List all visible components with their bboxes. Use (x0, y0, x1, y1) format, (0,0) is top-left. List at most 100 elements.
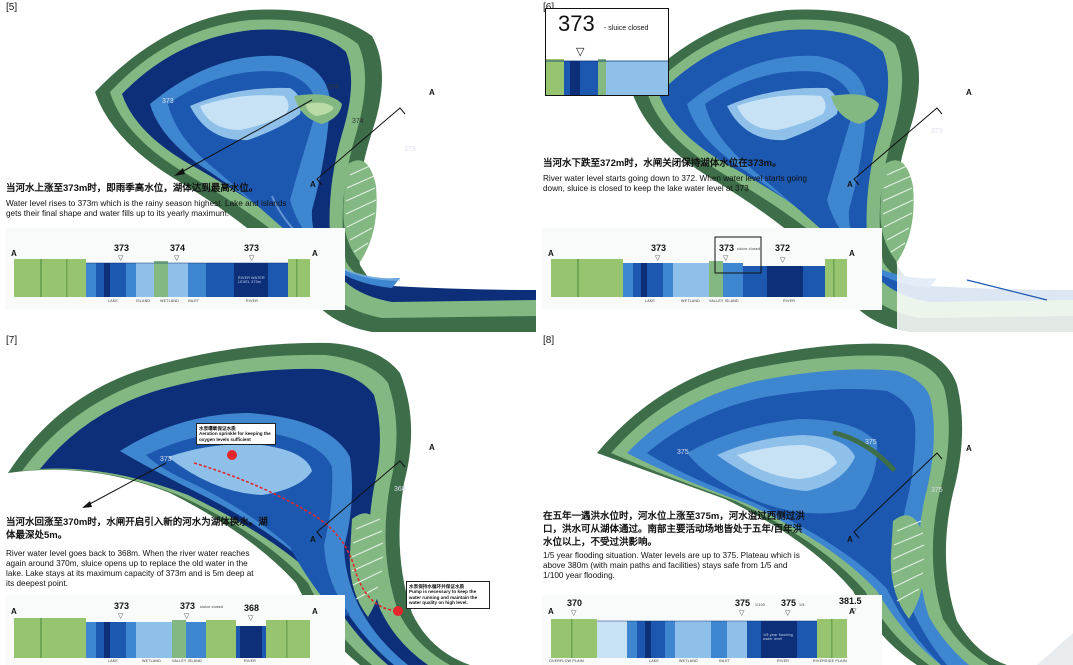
zone-label: WETLAND (679, 659, 698, 663)
panel-number: [6] (543, 2, 554, 13)
water-level: 373 (114, 601, 130, 611)
water-level: 374 (170, 243, 186, 253)
water-level: 373 (719, 243, 735, 253)
water-level: 372 (775, 243, 791, 253)
water-level-marker: ▽ (118, 255, 124, 262)
zone-label: RIVER (246, 299, 258, 303)
water-level-marker: ▽ (118, 613, 124, 620)
water-level: 373 (114, 243, 130, 253)
zone-label: LAKE (645, 299, 655, 303)
terrain-map (95, 9, 536, 332)
map-level-label: 373 (160, 456, 172, 463)
section-mark: A (310, 535, 316, 544)
section-end-label: A (548, 607, 554, 616)
map-level-label: 375 (865, 439, 877, 446)
water-level-marker: ▽ (739, 610, 745, 617)
level-note: 1/100 (755, 603, 765, 607)
panel-number: [5] (6, 2, 18, 13)
water-level: 373 (651, 243, 667, 253)
zone-label: ISLAND (136, 299, 151, 303)
water-level: 373 (244, 243, 260, 253)
map-level-label: 374 (352, 118, 364, 125)
zone-label: WETLAND (160, 299, 179, 303)
water-level-marker: ▽ (655, 255, 661, 262)
water-level-marker: ▽ (571, 610, 577, 617)
map-level-label: 373 (931, 128, 943, 135)
map-level-label: 375 (931, 487, 943, 494)
pump-callout: 水泵保持水循环并保证水质 Pump is necessary to keep t… (406, 581, 490, 609)
section-end-label: A (849, 249, 855, 258)
zone-label: OVERFLOW PLAIN (549, 659, 584, 663)
water-level: 381.5 (839, 596, 862, 606)
section-end-label: A (312, 607, 318, 616)
cross-section (551, 236, 847, 297)
cross-section (551, 619, 847, 658)
cross-section (14, 618, 310, 658)
section-annotation: 1/5 year flooding water level (763, 633, 793, 641)
water-level-marker: ▽ (785, 610, 791, 617)
water-level: 375 (781, 598, 797, 608)
section-mark: A (310, 180, 316, 189)
zone-label: RIVER (783, 299, 795, 303)
section-end-label: A (548, 249, 554, 258)
description-cn: 在五年一遇洪水位时，河水位上涨至375m，河水溢过西侧过洪口，洪水可从湖体通过。… (543, 511, 805, 548)
water-level: 375 (735, 598, 751, 608)
callout-en: Aeration sprinkle for keeping the oxygen… (199, 431, 271, 442)
section-mark: A (966, 444, 972, 453)
zone-label: WETLAND (142, 659, 161, 663)
description-en: Water level rises to 373m which is the r… (6, 199, 287, 218)
description-cn: 当河水回涨至370m时，水闸开启引入新的河水为湖体换水。湖体最深处5m。 (6, 517, 268, 541)
level-note: sluice closed (200, 605, 224, 609)
terrain-map (632, 9, 1073, 332)
map-level-label: 375 (677, 449, 689, 456)
section-end-label: A (312, 249, 318, 258)
level-note: 1/5 (799, 603, 805, 607)
terrain-map (597, 343, 1073, 665)
description-en: 1/5 year flooding situation. Water level… (543, 551, 800, 580)
zone-label: VALLEY ISLAND (709, 299, 739, 303)
inset-level: 373 (558, 11, 595, 36)
callout-cn: 水泵保持水循环并保证水质 (409, 584, 465, 589)
water-level-marker: ▽ (723, 255, 729, 262)
zone-label: RIVER (777, 659, 789, 663)
water-level-marker: ▽ (248, 615, 254, 622)
water-level-marker: ▽ (851, 608, 857, 615)
section-mark: A (966, 88, 972, 97)
section-end-label: A (11, 607, 17, 616)
map-level-label: 374 (327, 84, 339, 91)
description-cn: 当河水下跌至372m时，水闸关闭保持湖体水位在373m。 (543, 158, 782, 169)
zone-label: VALLEY ISLAND (172, 659, 202, 663)
water-level-marker: ▽ (576, 46, 585, 58)
description-en: River water level starts going down to 3… (543, 174, 807, 193)
panel-5: [5] 373 374 374 373 A A 当河水上涨至373m时，即雨季高… (0, 0, 536, 332)
water-level: 368 (244, 603, 260, 613)
zone-label: INLET (719, 659, 731, 663)
description-cn: 当河水上涨至373m时，即雨季高水位，湖体达到最高水位。 (6, 183, 259, 194)
panel-7: [7] 373 368 A A 水泵曝氧保证水质 Aeration sprink… (0, 333, 536, 665)
zone-label: RIVER (244, 659, 256, 663)
map-level-label: 368 (394, 486, 406, 493)
water-level-marker: ▽ (249, 255, 255, 262)
section-mark: A (847, 180, 853, 189)
map-level-label: 373 (162, 98, 174, 105)
panel-6: [6] 373 - sluice closed ▽ 373 A A 当河水下跌至… (537, 0, 1073, 332)
zone-label: INLET (188, 299, 200, 303)
callout-cn: 水泵曝氧保证水质 (199, 426, 236, 431)
sluice-inset: 373 - sluice closed ▽ (545, 8, 669, 96)
water-level-marker: ▽ (174, 255, 180, 262)
zone-label: LAKE (108, 299, 118, 303)
inset-note: - sluice closed (604, 25, 649, 32)
section-annotation: RIVER WATER LEVEL 373m (238, 276, 265, 284)
section-mark: A (429, 88, 435, 97)
cross-section (14, 259, 310, 297)
panel-8: [8] 375 375 375 A A 在五年一遇洪水位时，河水位上涨至375m… (537, 333, 1073, 665)
water-level-marker: ▽ (184, 613, 190, 620)
water-level: 373 (180, 601, 196, 611)
zone-label: WETLAND (681, 299, 700, 303)
section-end-label: A (11, 249, 17, 258)
aeration-callout: 水泵曝氧保证水质 Aeration sprinkle for keeping t… (196, 423, 276, 446)
section-end-label: A (849, 607, 855, 616)
terrain-map (8, 342, 470, 665)
section-mark: A (847, 535, 853, 544)
map-level-label: 373 (404, 146, 416, 153)
